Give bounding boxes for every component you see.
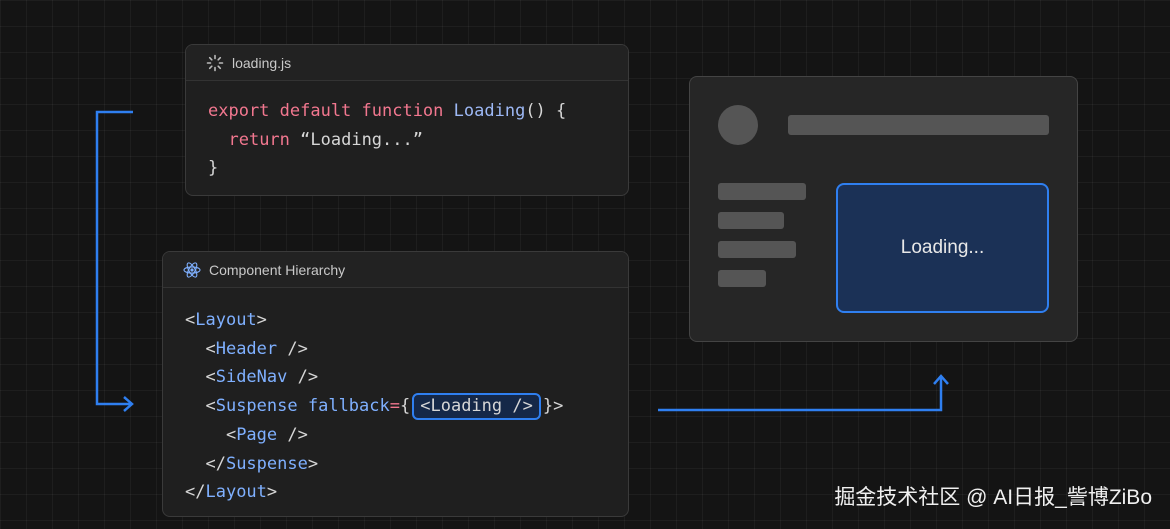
loading-fallback-text: Loading... — [900, 237, 985, 258]
right-arrow-head — [933, 374, 949, 385]
left-bracket-arrow — [95, 110, 133, 406]
tag-suspense-close: Suspense — [225, 453, 308, 474]
ui-preview-window: Loading... — [689, 76, 1078, 342]
loading-js-card-header: loading.js — [186, 45, 628, 81]
spinner-icon — [206, 54, 224, 72]
code-string: “Loading...” — [300, 129, 423, 150]
code-punct: () { — [525, 101, 567, 121]
tag-layout-close: Layout — [205, 482, 267, 503]
code-return-keyword: return — [228, 129, 290, 150]
tag-page: Page — [236, 424, 278, 445]
right-connector-arrow — [658, 376, 943, 412]
component-hierarchy-code: <Layout> <Header /> <SideNav /> <Suspens… — [185, 310, 564, 503]
tag-sidenav: SideNav — [215, 367, 288, 388]
code-function-name: Loading — [453, 101, 526, 121]
component-hierarchy-header: Component Hierarchy — [163, 252, 628, 288]
sidenav-line-placeholder-3 — [718, 241, 796, 258]
attr-fallback: fallback — [307, 396, 390, 417]
sidenav-line-placeholder-1 — [718, 183, 806, 200]
loading-js-code: export default function Loading() { retu… — [186, 81, 628, 183]
avatar-placeholder — [718, 105, 758, 145]
tag-suspense-open: Suspense — [215, 396, 298, 417]
code-keyword: export default function — [208, 101, 444, 121]
component-hierarchy-card: Component Hierarchy <Layout> <Header /> … — [162, 251, 629, 517]
component-hierarchy-title: Component Hierarchy — [209, 261, 346, 278]
header-bar-placeholder — [788, 115, 1049, 135]
fallback-loading-highlight: <Loading /> — [412, 393, 541, 421]
loading-js-filename: loading.js — [232, 54, 292, 71]
sidenav-line-placeholder-2 — [718, 212, 784, 229]
react-icon — [183, 261, 201, 279]
loading-fallback-box: Loading... — [836, 183, 1049, 313]
code-close-brace: } — [208, 158, 219, 179]
sidenav-line-placeholder-4 — [718, 270, 766, 287]
left-arrow-head — [123, 396, 134, 412]
tag-layout-open: Layout — [195, 310, 257, 330]
watermark: 掘金技术社区 @ AI日报_訾博ZiBo — [834, 486, 1152, 509]
tag-header: Header — [215, 338, 278, 359]
loading-js-card: loading.js export default function Loadi… — [185, 44, 629, 196]
